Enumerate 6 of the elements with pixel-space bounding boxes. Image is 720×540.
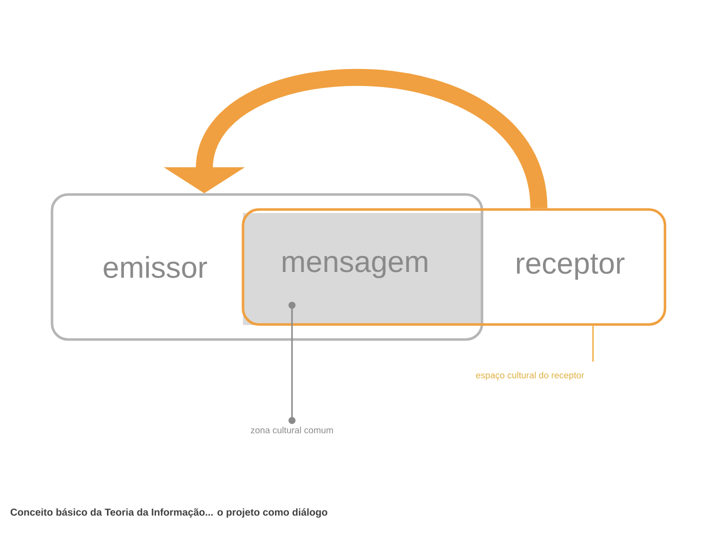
message-text: mensagem (243, 213, 482, 325)
leader-line (592, 326, 594, 362)
leader-line (288, 302, 296, 424)
caption: Conceito básico da Teoria da Informação... o projeto como diálogo (10, 508, 328, 518)
annotation-text: espaço cultural do receptor (476, 372, 584, 380)
annotation-text: zona cultural comum (250, 426, 333, 434)
